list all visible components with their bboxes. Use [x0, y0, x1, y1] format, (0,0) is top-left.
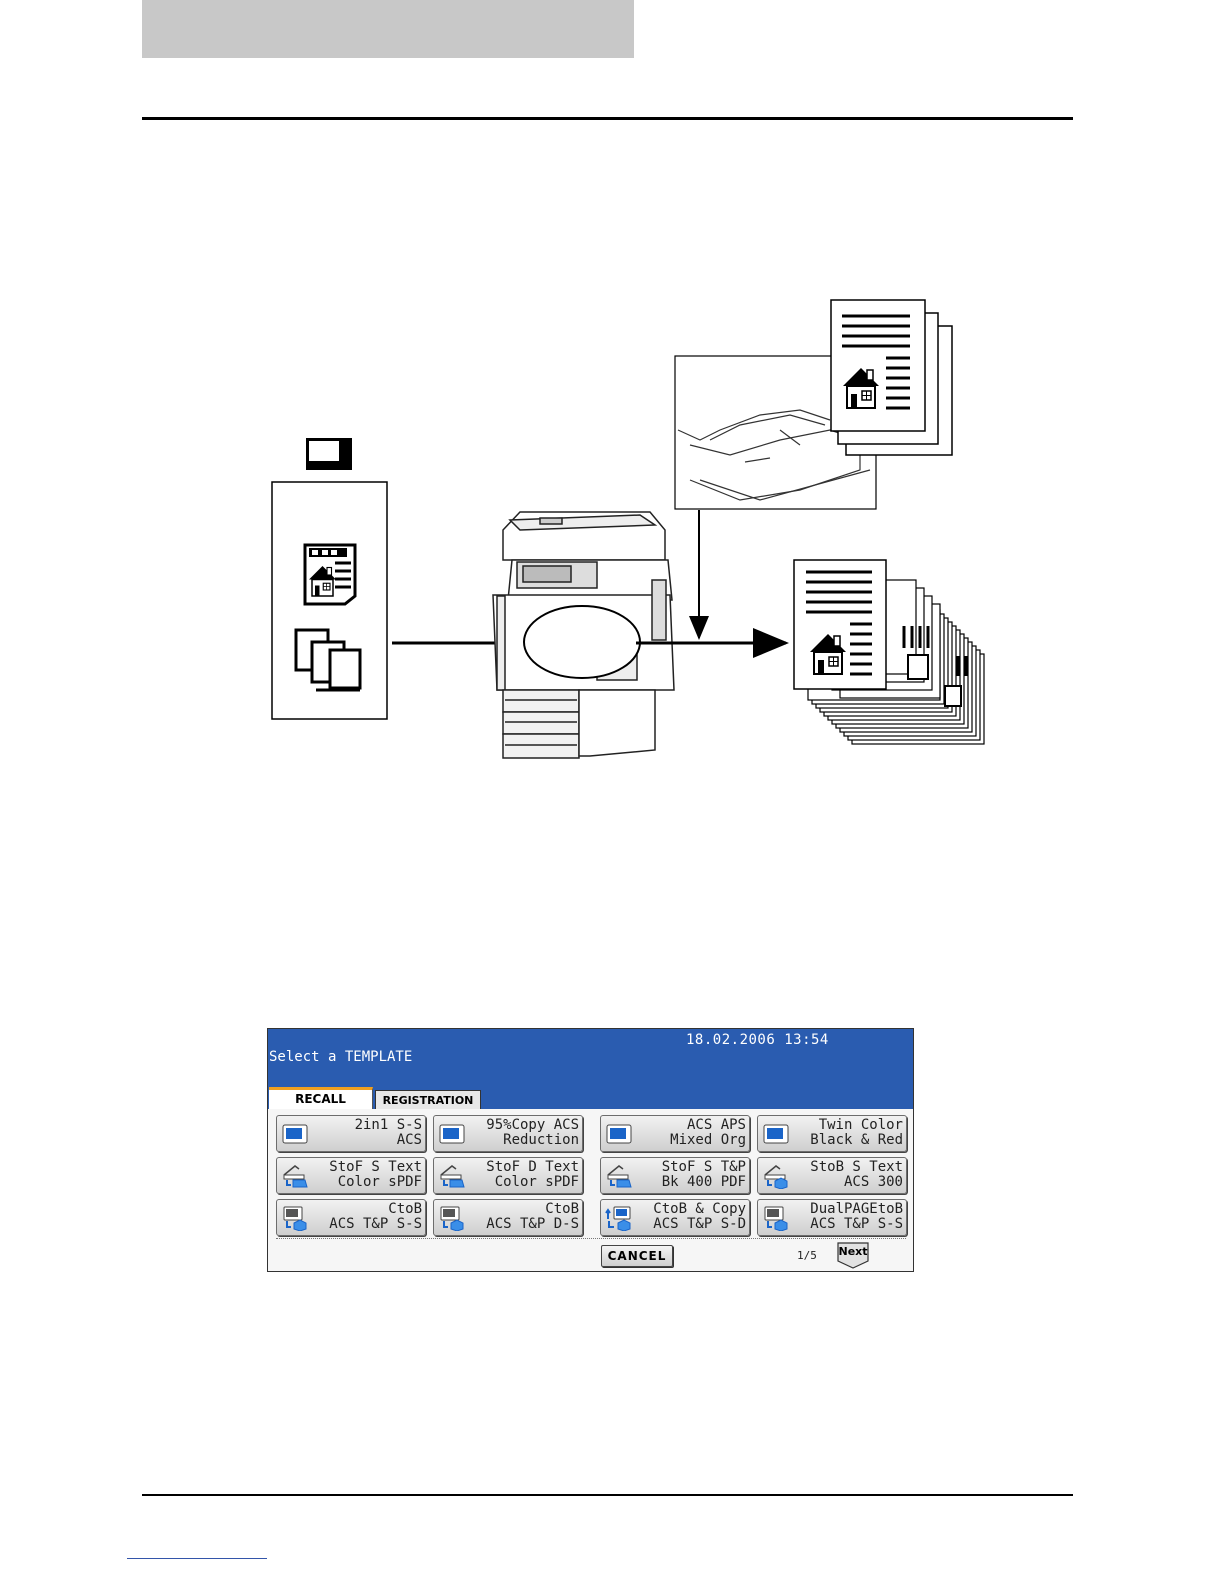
copy-to-box-icon [283, 1206, 307, 1231]
template-name-line2: ACS [396, 1132, 422, 1148]
copy-icon [439, 1124, 465, 1144]
template-name-line1: CtoB [388, 1201, 422, 1217]
template-name-line1: CtoB & Copy [653, 1201, 746, 1217]
scan-to-file-icon [283, 1165, 308, 1188]
template-button-ctob-d-s[interactable]: CtoB ACS T&P D-S [433, 1199, 583, 1236]
header-rule [142, 117, 1073, 120]
multi-copy-icon [294, 628, 362, 692]
template-button-2in1-s-s[interactable]: 2in1 S-S ACS [276, 1115, 426, 1152]
template-button-acs-aps[interactable]: ACS APS Mixed Org [600, 1115, 750, 1152]
template-button-ctob-s-s[interactable]: CtoB ACS T&P S-S [276, 1199, 426, 1236]
copy-to-box-and-copy-icon [605, 1206, 631, 1231]
template-name-line2: Color sPDF [337, 1174, 422, 1190]
template-name-line1: Twin Color [818, 1117, 903, 1133]
template-name-line2: ACS T&P S-S [329, 1216, 422, 1232]
datetime-display: 18.02.2006 13:54 [686, 1032, 829, 1048]
tab-recall[interactable]: RECALL [269, 1087, 373, 1109]
copy-icon [763, 1124, 789, 1144]
template-button-stof-d-text[interactable]: StoF D Text Color sPDF [433, 1157, 583, 1194]
template-name-line1: StoF S Text [329, 1159, 422, 1175]
template-name-line2: Reduction [503, 1132, 579, 1148]
template-ellipse [523, 605, 641, 679]
template-name-line1: DualPAGEtoB [810, 1201, 903, 1217]
template-name-line2: ACS T&P S-D [653, 1216, 746, 1232]
template-name-line1: StoF D Text [486, 1159, 579, 1175]
next-button[interactable]: Next [837, 1242, 869, 1269]
next-arrow-icon [837, 1242, 869, 1269]
cancel-button[interactable]: CANCEL [601, 1245, 673, 1267]
document-settings-icon [303, 543, 357, 606]
template-workflow-illustration [271, 299, 985, 759]
template-button-twin-color[interactable]: Twin Color Black & Red [757, 1115, 907, 1152]
page-indicator: 1/5 [797, 1249, 817, 1262]
template-name-line2: Bk 400 PDF [661, 1174, 746, 1190]
header-tab [142, 0, 634, 58]
template-name-line2: Color sPDF [494, 1174, 579, 1190]
template-name-line1: 2in1 S-S [354, 1117, 422, 1133]
template-name-line1: ACS APS [686, 1117, 746, 1133]
template-select-screen: 18.02.2006 13:54 Select a TEMPLATE RECAL… [267, 1028, 914, 1272]
template-name-line2: ACS T&P S-S [810, 1216, 903, 1232]
copy-to-box-icon [764, 1206, 788, 1231]
mfp-machine-illustration [492, 511, 675, 759]
next-label: Next [838, 1245, 868, 1258]
tab-registration[interactable]: REGISTRATION [375, 1090, 481, 1109]
scan-to-box-icon [764, 1165, 788, 1189]
scan-to-file-icon [607, 1165, 632, 1188]
template-name-line1: StoF S T&P [661, 1159, 746, 1175]
template-name-line2: Mixed Org [670, 1132, 746, 1148]
footer-rule [142, 1494, 1073, 1496]
template-button-stof-s-text[interactable]: StoF S Text Color sPDF [276, 1157, 426, 1194]
template-name-line2: ACS 300 [843, 1174, 903, 1190]
template-name-line1: CtoB [545, 1201, 579, 1217]
copy-icon [282, 1124, 308, 1144]
template-name-line1: StoB S Text [810, 1159, 903, 1175]
footer-link-underline [127, 1558, 267, 1559]
copy-to-box-icon [440, 1206, 464, 1231]
divider [276, 1238, 906, 1239]
copy-icon [606, 1124, 632, 1144]
template-button-stof-s-tp[interactable]: StoF S T&P Bk 400 PDF [600, 1157, 750, 1194]
screen-header: 18.02.2006 13:54 Select a TEMPLATE RECAL… [268, 1029, 913, 1109]
template-button-dualpagetob[interactable]: DualPAGEtoB ACS T&P S-S [757, 1199, 907, 1236]
template-button-ctob-and-copy[interactable]: CtoB & Copy ACS T&P S-D [600, 1199, 750, 1236]
template-button-95-copy[interactable]: 95%Copy ACS Reduction [433, 1115, 583, 1152]
template-name-line1: 95%Copy ACS [486, 1117, 579, 1133]
template-button-stob-s-text[interactable]: StoB S Text ACS 300 [757, 1157, 907, 1194]
template-name-line2: Black & Red [810, 1132, 903, 1148]
screen-title: Select a TEMPLATE [269, 1049, 413, 1065]
template-group-icon [306, 438, 352, 470]
scan-to-file-icon [440, 1165, 465, 1188]
template-name-line2: ACS T&P D-S [486, 1216, 579, 1232]
template-list-area: 2in1 S-S ACS 95%Copy ACS Reduction ACS A… [268, 1109, 913, 1271]
